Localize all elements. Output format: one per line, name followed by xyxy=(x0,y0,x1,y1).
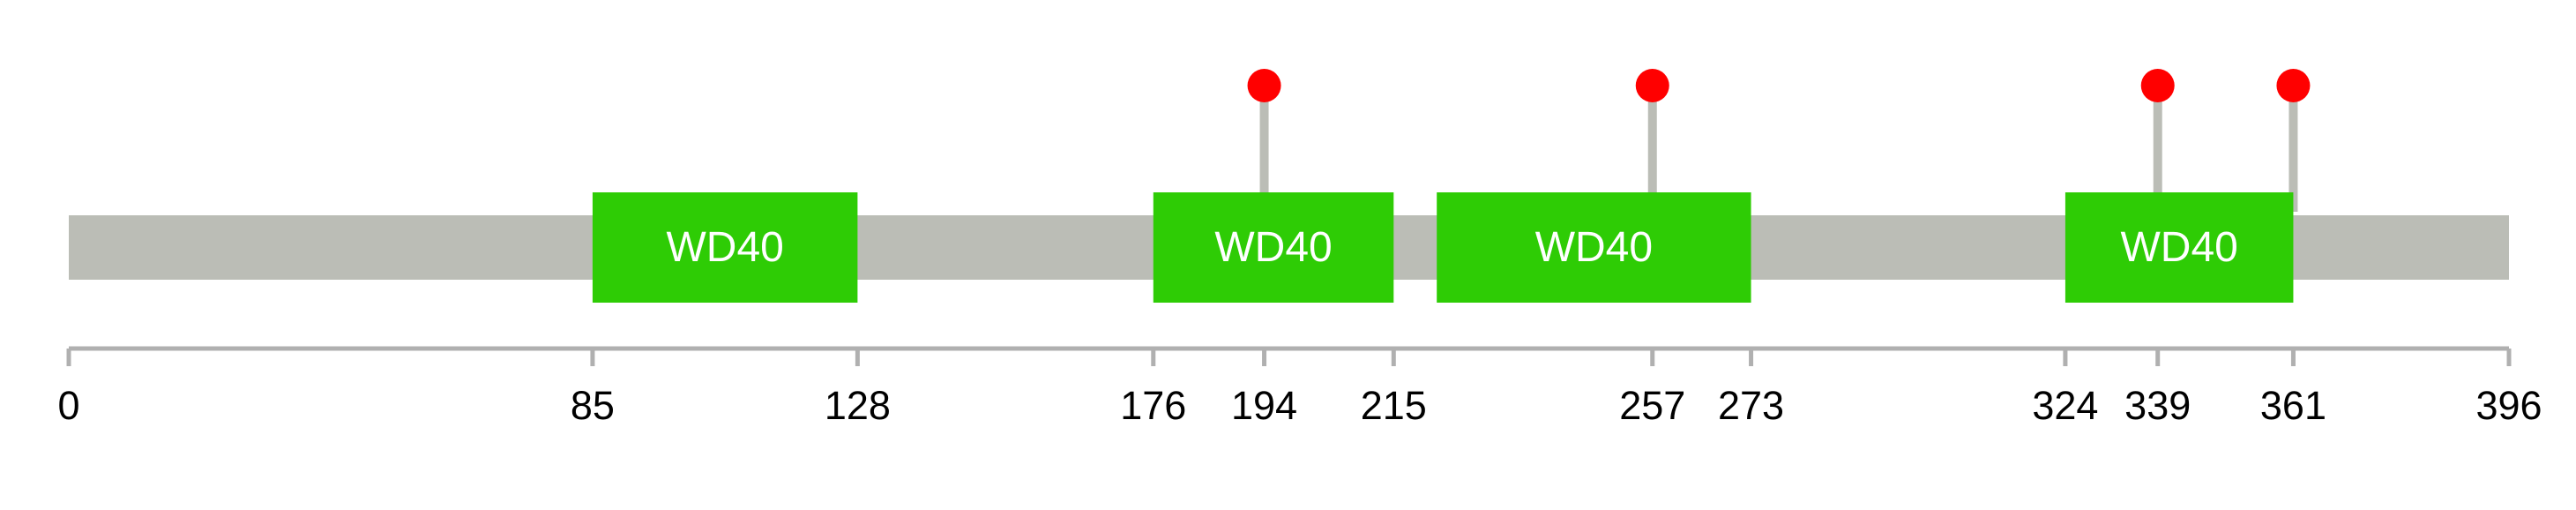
domain-box xyxy=(1437,192,1751,303)
mutation-marker xyxy=(1247,69,1281,102)
tick-label: 324 xyxy=(2032,383,2098,428)
tick-label: 215 xyxy=(1361,383,1427,428)
domain-box xyxy=(1153,192,1394,303)
tick-label: 273 xyxy=(1718,383,1784,428)
tick-label: 396 xyxy=(2475,383,2542,428)
domain-label: WD40 xyxy=(1214,224,1332,271)
domain-box xyxy=(592,192,858,303)
tick-label: 128 xyxy=(825,383,891,428)
tick-label: 339 xyxy=(2124,383,2191,428)
mutation-marker xyxy=(2140,69,2175,102)
tick-label: 176 xyxy=(1120,383,1186,428)
tick-label: 0 xyxy=(57,383,79,428)
domain-box xyxy=(2065,192,2294,303)
domain-label: WD40 xyxy=(1535,224,1653,271)
domain-label: WD40 xyxy=(2120,224,2237,271)
tick-label: 361 xyxy=(2260,383,2326,428)
mutation-marker xyxy=(2276,69,2311,102)
tick-label: 257 xyxy=(1619,383,1685,428)
domain-label: WD40 xyxy=(666,224,783,271)
tick-label: 85 xyxy=(571,383,615,428)
mutation-marker xyxy=(1635,69,1669,102)
tick-label: 194 xyxy=(1231,383,1297,428)
